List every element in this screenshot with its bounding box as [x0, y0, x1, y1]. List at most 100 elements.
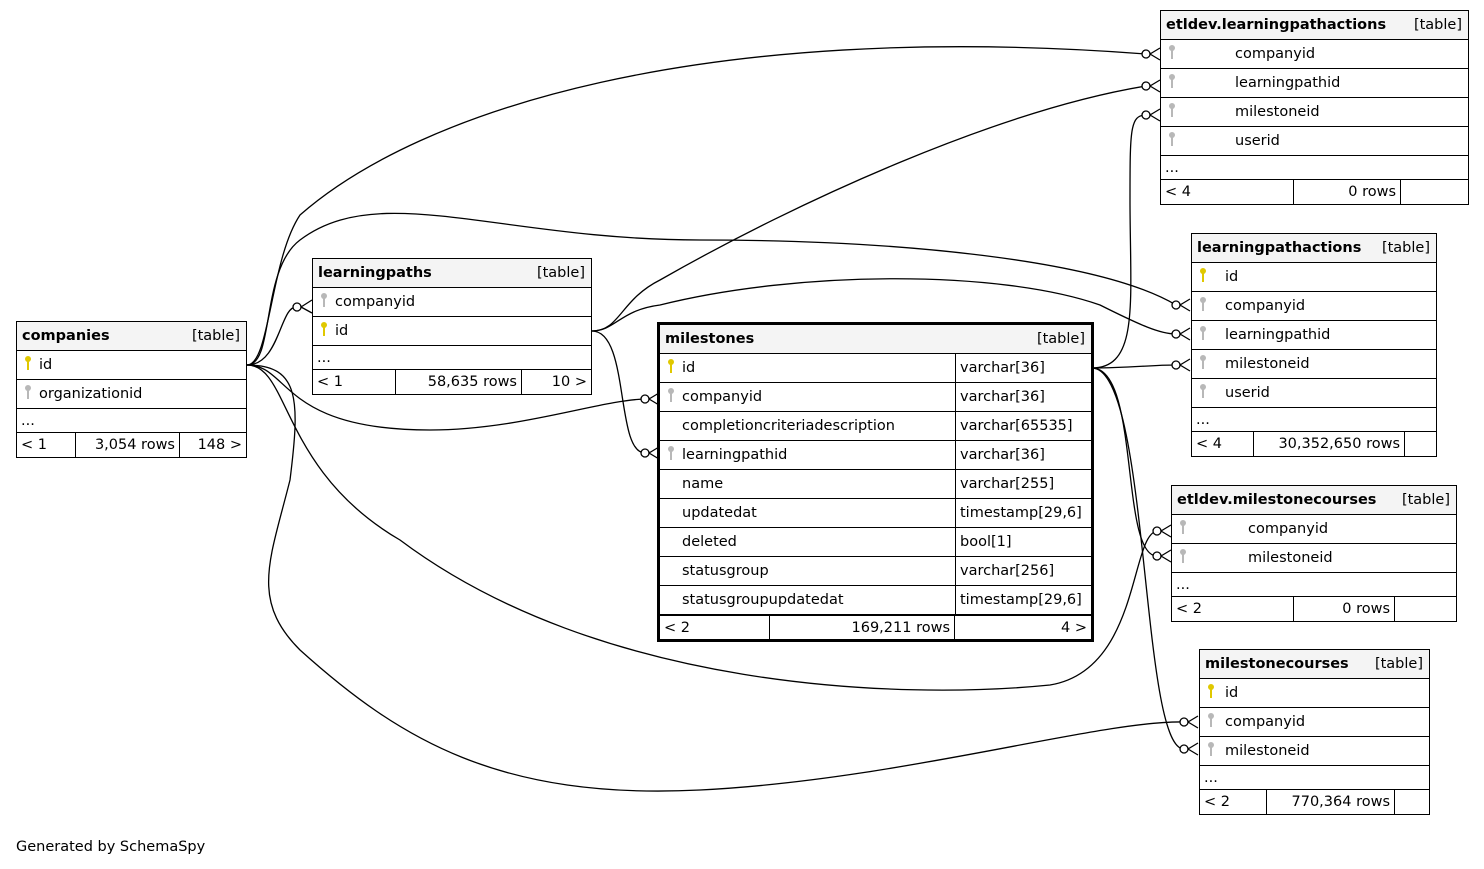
edge-companies-mc-companyid	[246, 364, 1185, 792]
column-name: companyid	[1225, 714, 1306, 730]
parents-link[interactable]: < 1	[313, 370, 396, 394]
column-row[interactable]: milestoneid	[1200, 737, 1429, 766]
column-row[interactable]: completioncriteriadescription varchar[65…	[660, 412, 1091, 441]
column-row[interactable]: companyid	[1161, 40, 1468, 69]
children-link[interactable]	[1405, 432, 1436, 456]
column-row[interactable]: deleted bool[1]	[660, 528, 1091, 557]
primary-key-icon	[313, 322, 335, 340]
column-name: completioncriteriadescription	[682, 418, 895, 434]
primary-key-icon	[660, 359, 682, 377]
children-link[interactable]: 10 >	[551, 374, 587, 390]
more-columns: ...	[1200, 766, 1429, 790]
table-type: [table]	[1401, 492, 1450, 508]
column-name: name	[682, 476, 724, 492]
more-columns: ...	[1192, 408, 1436, 432]
edge-companies-learningpaths-companyid	[246, 306, 298, 366]
parents-link[interactable]: < 2	[660, 616, 770, 639]
table-type: [table]	[1381, 240, 1430, 256]
table-header: learningpaths [table]	[313, 259, 591, 288]
row-count: 169,211 rows	[770, 616, 955, 639]
children-link[interactable]: 4 >	[1061, 619, 1087, 636]
table-footer: < 4 30,352,650 rows	[1192, 432, 1436, 456]
column-type: varchar[256]	[955, 557, 1054, 585]
children-link[interactable]	[1401, 180, 1468, 204]
foreign-key-icon	[1161, 74, 1183, 92]
column-name: companyid	[682, 389, 763, 405]
foreign-key-icon	[660, 446, 682, 464]
column-name: statusgroupupdatedat	[682, 592, 844, 608]
children-link[interactable]	[1395, 790, 1429, 814]
primary-key-icon	[1192, 268, 1214, 286]
column-row[interactable]: updatedat timestamp[29,6]	[660, 499, 1091, 528]
table-companies[interactable]: companies [table] id organizationid ... …	[16, 321, 247, 458]
edge-milestones-mc-milestoneid	[1091, 367, 1185, 750]
column-type: varchar[255]	[955, 470, 1054, 498]
table-name: etldev.milestonecourses	[1177, 492, 1377, 508]
table-name: milestonecourses	[1205, 656, 1349, 672]
parents-link[interactable]: < 4	[1161, 180, 1294, 204]
column-row[interactable]: milestoneid	[1192, 350, 1436, 379]
table-learningpaths[interactable]: learningpaths [table] companyid id ... <…	[312, 258, 592, 395]
column-row[interactable]: statusgroup varchar[256]	[660, 557, 1091, 586]
more-columns: ...	[17, 409, 246, 433]
parents-link[interactable]: < 4	[1192, 432, 1254, 456]
parents-link[interactable]: < 1	[17, 433, 76, 457]
primary-key-icon	[1200, 684, 1222, 702]
table-etldev-learningpathactions[interactable]: etldev.learningpathactions [table] compa…	[1160, 10, 1469, 205]
column-row[interactable]: learningpathid varchar[36]	[660, 441, 1091, 470]
parents-link[interactable]: < 2	[1200, 790, 1267, 814]
row-count: 30,352,650 rows	[1254, 432, 1405, 456]
row-count: 770,364 rows	[1267, 790, 1395, 814]
column-name: id	[682, 360, 696, 376]
foreign-key-icon	[660, 388, 682, 406]
table-etldev-milestonecourses[interactable]: etldev.milestonecourses [table] companyi…	[1171, 485, 1457, 622]
edge-learningpaths-milestones-learningpathid	[591, 330, 646, 454]
children-link[interactable]: 148 >	[197, 437, 242, 453]
column-row[interactable]: milestoneid	[1161, 98, 1468, 127]
table-header: companies [table]	[17, 322, 246, 351]
column-row[interactable]: id	[313, 317, 591, 346]
foreign-key-icon	[1161, 103, 1183, 121]
table-learningpathactions[interactable]: learningpathactions [table] id companyid…	[1191, 233, 1437, 457]
column-row[interactable]: id varchar[36]	[660, 354, 1091, 383]
primary-key-icon	[17, 356, 39, 374]
column-row[interactable]: companyid	[1192, 292, 1436, 321]
column-name: companyid	[335, 294, 416, 310]
column-row[interactable]: learningpathid	[1161, 69, 1468, 98]
column-row[interactable]: milestoneid	[1172, 544, 1456, 573]
column-row[interactable]: learningpathid	[1192, 321, 1436, 350]
column-row[interactable]: companyid varchar[36]	[660, 383, 1091, 412]
column-row[interactable]: companyid	[1172, 515, 1456, 544]
table-name: learningpaths	[318, 265, 432, 281]
parents-link[interactable]: < 2	[1172, 597, 1294, 621]
edge-companies-etldev-mc-companyid	[246, 364, 1158, 691]
table-header: milestones [table]	[660, 325, 1091, 354]
column-name: updatedat	[682, 505, 757, 521]
column-row[interactable]: userid	[1192, 379, 1436, 408]
column-row[interactable]: userid	[1161, 127, 1468, 156]
column-name: companyid	[1235, 46, 1316, 62]
foreign-key-icon	[1192, 384, 1214, 402]
foreign-key-icon	[1192, 297, 1214, 315]
column-row[interactable]: id	[1192, 263, 1436, 292]
table-name: learningpathactions	[1197, 240, 1362, 256]
column-row[interactable]: statusgroupupdatedat timestamp[29,6]	[660, 586, 1091, 615]
column-row[interactable]: organizationid	[17, 380, 246, 409]
column-row[interactable]: companyid	[313, 288, 591, 317]
edge-companies-lpa-companyid	[246, 212, 1177, 366]
table-footer: < 1 3,054 rows 148 >	[17, 433, 246, 457]
column-row[interactable]: companyid	[1200, 708, 1429, 737]
column-row[interactable]: id	[17, 351, 246, 380]
table-milestonecourses[interactable]: milestonecourses [table] id companyid mi…	[1199, 649, 1430, 815]
table-milestones[interactable]: milestones [table] id varchar[36] compan…	[657, 322, 1094, 642]
column-row[interactable]: name varchar[255]	[660, 470, 1091, 499]
children-link[interactable]	[1395, 597, 1456, 621]
column-name: companyid	[1225, 298, 1306, 314]
foreign-key-icon	[313, 293, 335, 311]
column-row[interactable]: id	[1200, 679, 1429, 708]
table-type: [table]	[1413, 17, 1462, 33]
column-type: timestamp[29,6]	[955, 586, 1082, 614]
foreign-key-icon	[1161, 45, 1183, 63]
table-type: [table]	[191, 328, 240, 344]
